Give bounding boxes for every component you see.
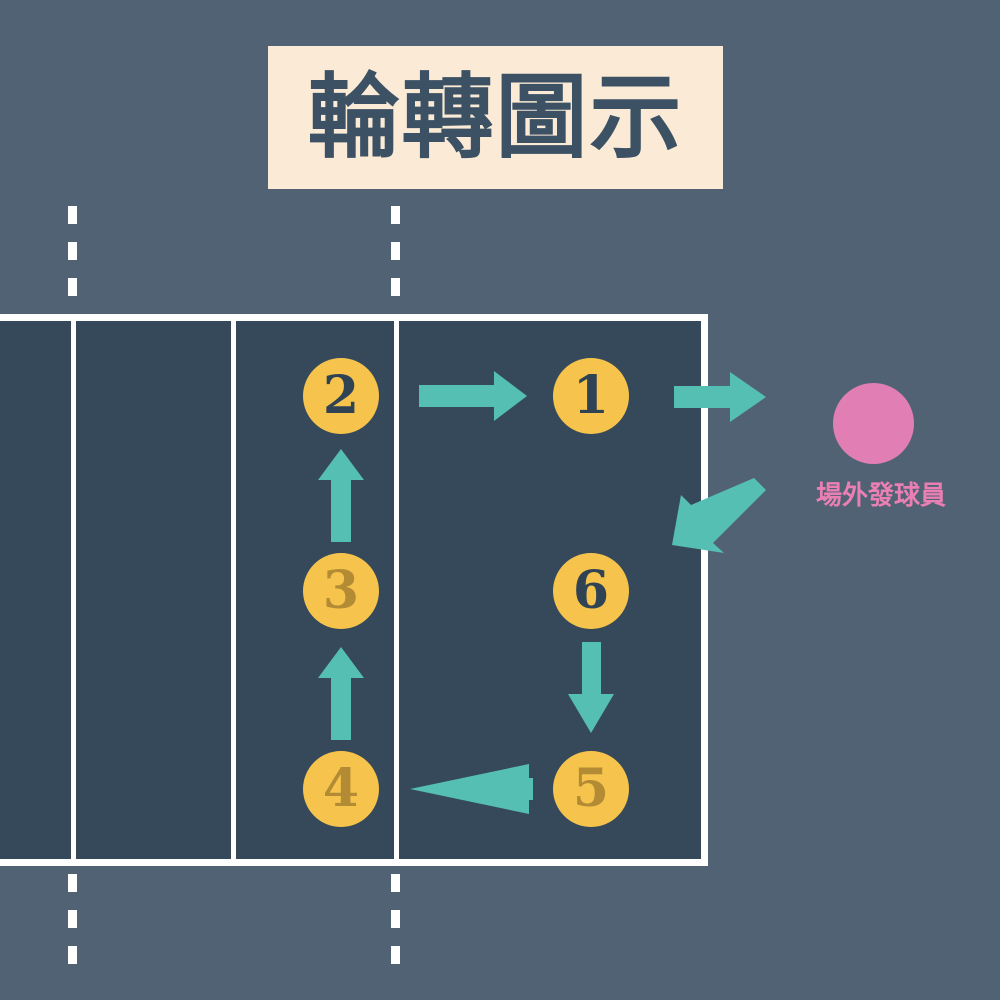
court-divider-1 [71, 321, 76, 859]
player-number: 2 [322, 365, 360, 426]
player-number: 5 [572, 758, 610, 819]
page-title: 輪轉圖示 [307, 63, 684, 171]
player-number: 4 [322, 758, 360, 819]
title-plaque: 輪轉圖示 [268, 46, 723, 189]
player-number: 3 [322, 560, 360, 621]
dashed-line-bottom-left [68, 874, 77, 978]
player-position-5[interactable]: 5 [553, 751, 629, 827]
court-divider-3 [394, 321, 399, 859]
court-divider-2 [231, 321, 236, 859]
player-number: 1 [572, 365, 610, 426]
player-position-3[interactable]: 3 [303, 553, 379, 629]
player-position-1[interactable]: 1 [553, 358, 629, 434]
dashed-line-top-left [68, 206, 77, 310]
offcourt-server-label: 場外發球員 [815, 481, 946, 511]
offcourt-server-marker[interactable] [833, 383, 914, 464]
player-position-2[interactable]: 2 [303, 358, 379, 434]
player-number: 6 [572, 560, 610, 621]
player-position-4[interactable]: 4 [303, 751, 379, 827]
player-position-6[interactable]: 6 [553, 553, 629, 629]
dashed-line-bottom-middle [391, 874, 400, 978]
dashed-line-top-middle [391, 206, 400, 310]
